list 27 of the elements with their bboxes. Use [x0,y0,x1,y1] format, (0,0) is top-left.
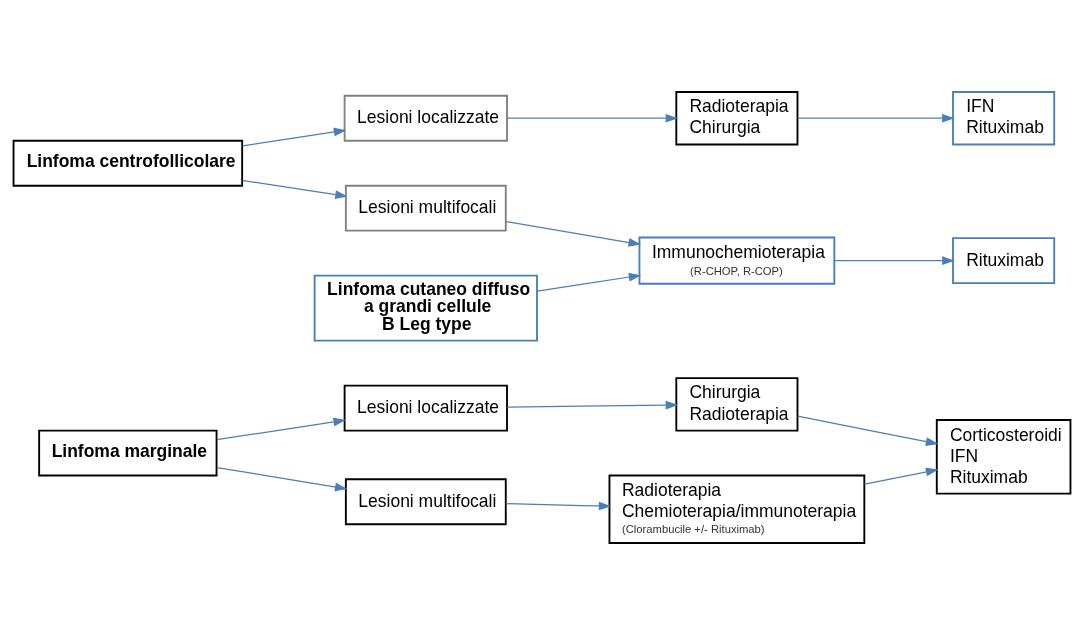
node-box: Radioterapia Chemioterapia/immunoterapia (Clorambucile +/- Rituximab) [608,474,866,544]
node-box: Lesioni multifocali [344,478,507,526]
arrow [797,113,955,123]
arrow [505,221,641,247]
arrow [505,501,612,511]
arrow [506,400,679,410]
arrow [863,467,939,485]
arrow [216,466,348,492]
node-box: Lesioni multifocali [344,184,507,232]
arrow [241,179,348,199]
arrow [797,415,939,446]
node-box: Linfoma cutaneo diffuso a grandi cellule B Leg type [313,274,538,342]
node-box: Rituximab [952,237,1056,285]
node-box: Lesioni localizzate [343,384,508,432]
node-box: Corticosteroidi IFN Rituximab [935,419,1072,495]
arrow [834,256,955,266]
node-box: Radioterapia Chirurgia [675,91,799,146]
arrow [536,272,642,292]
node-box: Chirurgia Radioterapia [675,377,799,432]
node-box: Linfoma marginale [38,429,218,477]
arrow [241,127,347,147]
node-box: IFN Rituximab [952,91,1056,146]
node-box: Linfoma centrofollicolare [12,139,244,187]
node-box: Immunochemioterapia (R-CHOP, R-COP) [638,236,836,285]
arrow [216,417,346,441]
arrow [506,113,679,123]
node-box: Lesioni localizzate [343,94,508,142]
